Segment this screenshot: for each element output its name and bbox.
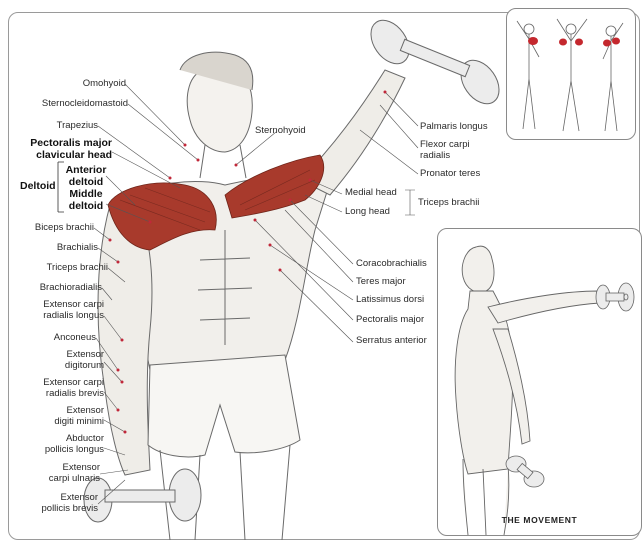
label-long-head: Long head bbox=[345, 206, 390, 217]
label-biceps-brachii: Biceps brachii bbox=[34, 222, 94, 233]
label-middle-deltoid: Middle deltoid bbox=[68, 188, 104, 212]
label-brachioradialis: Brachioradialis bbox=[39, 282, 102, 293]
origin-markers bbox=[108, 90, 387, 434]
deltoid-bracket bbox=[57, 161, 64, 213]
label-pectoralis-clavicular: Pectoralis major clavicular head bbox=[30, 137, 112, 161]
label-omohyoid: Omohyoid bbox=[82, 78, 126, 89]
dumbbell-low bbox=[83, 468, 202, 523]
label-pectoralis-major: Pectoralis major bbox=[356, 314, 425, 325]
label-anterior-deltoid: Anterior deltoid bbox=[65, 164, 107, 188]
movement-caption: THE MOVEMENT bbox=[501, 515, 578, 525]
label-brachialis: Brachialis bbox=[56, 242, 98, 253]
label-abductor-pollicis-longus: Abductor pollicis longus bbox=[44, 433, 104, 455]
label-coracobrachialis: Coracobrachialis bbox=[356, 258, 427, 269]
movement-figure bbox=[454, 245, 635, 536]
label-palmaris-longus: Palmaris longus bbox=[420, 121, 488, 132]
movement-inset: THE MOVEMENT bbox=[437, 228, 642, 536]
muscle-map-inset bbox=[506, 8, 636, 140]
leader-lines-right bbox=[235, 91, 419, 343]
label-extensor-carpi-ulnaris: Extensor carpi ulnaris bbox=[48, 462, 100, 484]
label-flexor-carpi-radialis: Flexor carpi radialis bbox=[420, 139, 470, 161]
label-ecrb: Extensor carpi radialis brevis bbox=[43, 377, 104, 399]
label-extensor-digitorum: Extensor digitorum bbox=[64, 349, 104, 371]
label-teres-major: Teres major bbox=[356, 276, 406, 287]
label-deltoid: Deltoid bbox=[20, 180, 56, 192]
label-pronator-teres: Pronator teres bbox=[420, 168, 481, 179]
label-triceps-brachii-left: Triceps brachii bbox=[46, 262, 108, 273]
label-extensor-digiti-minimi: Extensor digiti minimi bbox=[54, 405, 104, 427]
label-medial-head: Medial head bbox=[345, 187, 397, 198]
label-anconeus: Anconeus bbox=[53, 332, 96, 343]
label-sternocleidomastoid: Sternocleidomastoid bbox=[41, 98, 128, 109]
label-serratus-anterior: Serratus anterior bbox=[356, 335, 427, 346]
label-latissimus-dorsi: Latissimus dorsi bbox=[356, 294, 425, 305]
label-triceps-brachii-right: Triceps brachii bbox=[418, 197, 480, 208]
dumbbell-raised bbox=[370, 19, 500, 105]
three-figure-muscle-map bbox=[516, 18, 624, 132]
label-sternohyoid: Sternohyoid bbox=[255, 125, 306, 136]
label-ecrl: Extensor carpi radialis longus bbox=[43, 299, 104, 321]
label-trapezius: Trapezius bbox=[56, 120, 98, 131]
leader-lines-left bbox=[93, 83, 199, 505]
highlighted-deltoids bbox=[107, 154, 325, 251]
label-extensor-pollicis-brevis: Extensor pollicis brevis bbox=[41, 492, 99, 514]
